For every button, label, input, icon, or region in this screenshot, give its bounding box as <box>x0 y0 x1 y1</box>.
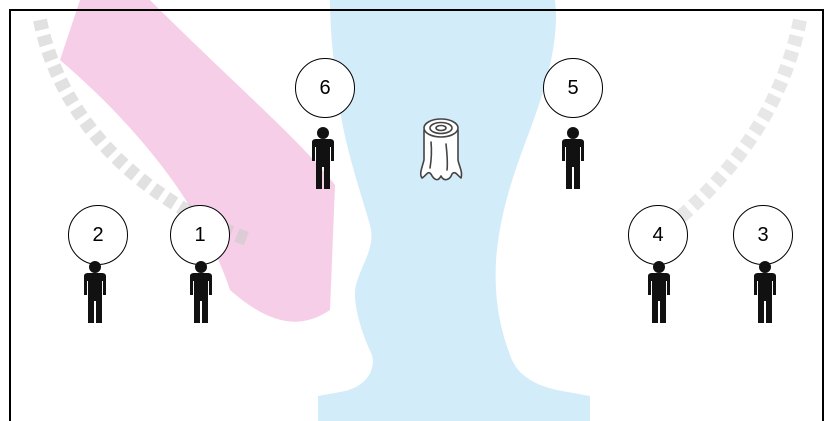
person-icon-3 <box>749 261 781 323</box>
position-label-1: 1 <box>194 224 205 247</box>
frame-top-border <box>9 9 824 11</box>
position-bubble-2: 2 <box>68 205 128 265</box>
tree-stump-icon <box>416 112 466 184</box>
position-label-4: 4 <box>652 224 663 247</box>
person-icon-4 <box>643 261 675 323</box>
position-bubble-3: 3 <box>733 205 793 265</box>
position-bubble-5: 5 <box>543 58 603 118</box>
person-icon-6 <box>307 127 339 189</box>
position-label-6: 6 <box>319 77 330 100</box>
position-bubble-4: 4 <box>628 205 688 265</box>
frame-right-border <box>822 9 824 421</box>
position-label-2: 2 <box>92 224 103 247</box>
watermark-trophy <box>318 0 590 421</box>
position-label-5: 5 <box>567 77 578 100</box>
position-label-3: 3 <box>757 224 768 247</box>
person-icon-2 <box>79 261 111 323</box>
person-icon-5 <box>557 127 589 189</box>
frame-left-border <box>9 9 11 421</box>
position-bubble-1: 1 <box>170 205 230 265</box>
person-icon-1 <box>185 261 217 323</box>
position-bubble-6: 6 <box>295 58 355 118</box>
